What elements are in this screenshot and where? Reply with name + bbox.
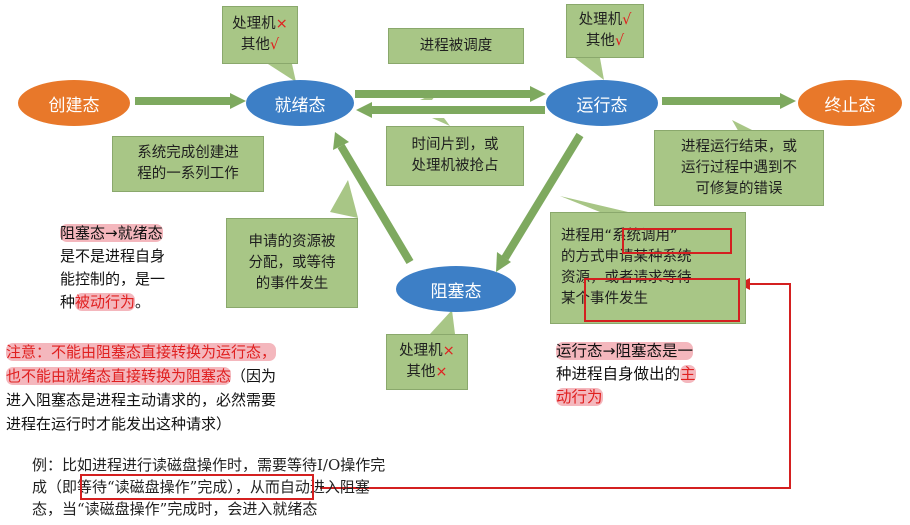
callout-scheduled: 进程被调度	[388, 28, 524, 64]
callout-system-call: 进程用“系统调用” 的方式申请某种系统 资源，或者请求等待 某个事件发生	[550, 212, 746, 324]
note-running-to-blocked: 运行态→阻塞态是一 种进程自身做出的主 动行为	[556, 340, 696, 409]
callout-pointer	[268, 64, 296, 82]
note-line: 是不是进程自身	[60, 247, 166, 265]
note-emphasis: 被动行为	[75, 293, 136, 311]
example-text-boxed: 等待“读磁盘操作”完成）	[77, 478, 235, 496]
arrow-head	[780, 93, 796, 109]
state-ready: 就绪态	[246, 80, 354, 126]
example-line: 态，当“读磁盘操作”完成时，会进入就绪态	[32, 500, 318, 518]
note-emphasis: 主	[680, 365, 696, 383]
arrow-running-to-blocked	[501, 132, 584, 261]
note-title: 阻塞态→就绪态	[60, 224, 163, 242]
state-created: 创建态	[18, 80, 130, 126]
note-attention: 注意：不能由阻塞态直接转换为运行态， 也不能由就绪态直接转换为阻塞态（因为 进入…	[6, 340, 276, 436]
resource-label: 处理机	[578, 12, 623, 28]
callout-pointer	[575, 58, 604, 80]
check-mark-icon: √	[614, 33, 625, 49]
arrow-blocked-to-ready	[337, 143, 414, 265]
resource-label: 处理机	[399, 343, 443, 359]
callout-line: 处理机被抢占	[411, 158, 499, 174]
callout-running-resources: 处理机√ 其他√	[566, 4, 644, 58]
note-text: 种	[60, 293, 76, 311]
callout-line: 时间片到，或	[411, 137, 499, 153]
red-highlight-box	[584, 278, 740, 322]
cross-mark-icon: ×	[442, 343, 455, 359]
note-text: 种进程自身做出的	[556, 365, 681, 383]
note-text: 。	[135, 293, 151, 311]
resource-label: 其他	[585, 33, 615, 49]
callout-pointer	[430, 310, 455, 334]
note-blocked-to-ready: 阻塞态→就绪态 是不是进程自身 能控制的，是一 种被动行为。	[60, 222, 165, 314]
callout-creation-complete: 系统完成创建进 程的一系列工作	[112, 136, 264, 192]
note-emphasis: 动行为	[556, 388, 603, 406]
example-text: 成（即	[32, 478, 78, 496]
callout-line: 申请的资源被	[248, 233, 336, 250]
arrow-head	[333, 132, 349, 150]
note-text: （因为	[231, 367, 277, 385]
resource-label: 其他	[240, 37, 270, 53]
state-blocked: 阻塞态	[396, 266, 516, 312]
arrow-head	[530, 86, 546, 102]
state-running: 运行态	[546, 80, 658, 126]
note-title: 运行态→阻塞态是一	[556, 342, 693, 360]
callout-pointer	[432, 118, 450, 126]
arrow-head	[230, 93, 246, 109]
note-emphasis: 也不能由就绪态直接转换为阻塞态	[6, 367, 232, 385]
resource-label: 其他	[406, 364, 436, 380]
callout-time-slice: 时间片到，或 处理机被抢占	[386, 126, 524, 186]
note-line: 进程在运行时才能发出这种请求）	[6, 415, 232, 433]
callout-ready-resources: 处理机× 其他√	[222, 6, 298, 64]
callout-line: 可修复的错误	[695, 180, 783, 197]
callout-termination-reason: 进程运行结束，或 运行过程中遇到不 可修复的错误	[654, 130, 824, 206]
note-line: 进入阻塞态是进程主动请求的，必然需要	[6, 391, 277, 409]
callout-line: 运行过程中遇到不	[681, 159, 797, 176]
cross-mark-icon: ×	[435, 364, 448, 380]
cross-mark-icon: ×	[275, 16, 288, 32]
callout-line: 分配，或等待	[248, 254, 336, 271]
callout-line: 进程运行结束，或	[681, 138, 797, 155]
note-emphasis: 注意：不能由阻塞态直接转换为运行态，	[6, 343, 277, 361]
example-note: 例：比如进程进行读磁盘操作时，需要等待I/O操作完 成（即等待“读磁盘操作”完成…	[32, 454, 385, 520]
red-highlight-box	[80, 474, 314, 500]
callout-blocked-resources: 处理机× 其他×	[386, 334, 468, 390]
callout-text-boxed: 某个事件发生	[561, 291, 648, 307]
callout-resource-granted: 申请的资源被 分配，或等待 的事件发生	[226, 218, 358, 308]
state-terminated: 终止态	[798, 80, 902, 126]
example-line: 例：比如进程进行读磁盘操作时，需要等待I/O操作完	[32, 456, 386, 474]
callout-line: 系统完成创建进	[137, 145, 239, 161]
callout-pointer	[560, 196, 628, 212]
arrow-head	[496, 252, 511, 272]
check-mark-icon: √	[622, 12, 632, 28]
callout-text: 进程用	[561, 228, 605, 244]
note-line: 能控制的，是一	[60, 270, 166, 288]
callout-line: 程的一系列工作	[137, 166, 239, 182]
red-highlight-box	[622, 228, 732, 254]
example-text: ，从而自动进入阻塞	[234, 478, 370, 496]
check-mark-icon: √	[269, 37, 280, 53]
resource-label: 处理机	[232, 16, 276, 32]
arrow-head	[356, 102, 372, 118]
red-connector-line	[320, 283, 791, 489]
callout-line: 的事件发生	[255, 275, 329, 292]
callout-pointer	[330, 180, 358, 218]
